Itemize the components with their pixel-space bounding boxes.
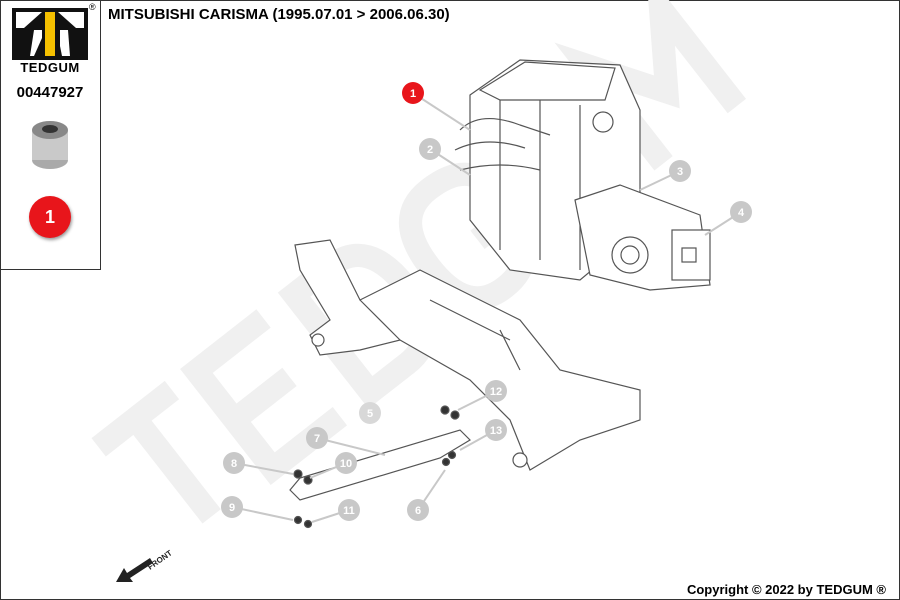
callout-3[interactable]: 3 [669, 160, 691, 182]
callout-5[interactable]: 5 [359, 402, 381, 424]
part-number: 00447927 [16, 84, 84, 101]
part-panel: ® TEDGUM 00447927 1 [0, 0, 101, 270]
callout-1[interactable]: 1 [402, 82, 424, 104]
svg-text:2: 2 [427, 144, 433, 156]
tedgum-logo [12, 8, 88, 60]
front-arrow: FRONT [116, 548, 174, 582]
brand-name: TEDGUM [20, 60, 80, 75]
svg-text:7: 7 [314, 433, 320, 445]
svg-text:5: 5 [367, 408, 373, 420]
svg-text:11: 11 [343, 505, 355, 517]
copyright: Copyright © 2022 by TEDGUM ® [686, 582, 886, 597]
engine-drawing [454, 59, 711, 291]
svg-text:1: 1 [410, 88, 416, 100]
callout-13[interactable]: 13 [485, 419, 507, 441]
svg-text:8: 8 [231, 458, 237, 470]
callout-9[interactable]: 9 [221, 496, 243, 518]
svg-text:6: 6 [415, 505, 421, 517]
svg-text:12: 12 [490, 386, 502, 398]
svg-text:13: 13 [490, 425, 502, 437]
bushing-thumbnail [32, 121, 68, 169]
callout-12[interactable]: 12 [485, 380, 507, 402]
callout-10[interactable]: 10 [335, 452, 357, 474]
callout-7[interactable]: 7 [306, 427, 328, 449]
svg-text:3: 3 [677, 166, 683, 178]
callout-4[interactable]: 4 [730, 201, 752, 223]
callout-6[interactable]: 6 [407, 499, 429, 521]
svg-text:10: 10 [340, 458, 352, 470]
part-position-badge: 1 [29, 196, 71, 238]
callout-11[interactable]: 11 [338, 499, 360, 521]
callout-2[interactable]: 2 [419, 138, 441, 160]
svg-text:4: 4 [738, 207, 745, 219]
svg-text:9: 9 [229, 502, 235, 514]
subframe-drawing [289, 239, 641, 529]
vehicle-title: MITSUBISHI CARISMA (1995.07.01 > 2006.06… [108, 6, 450, 23]
callout-8[interactable]: 8 [223, 452, 245, 474]
registered-mark: ® [89, 2, 96, 12]
